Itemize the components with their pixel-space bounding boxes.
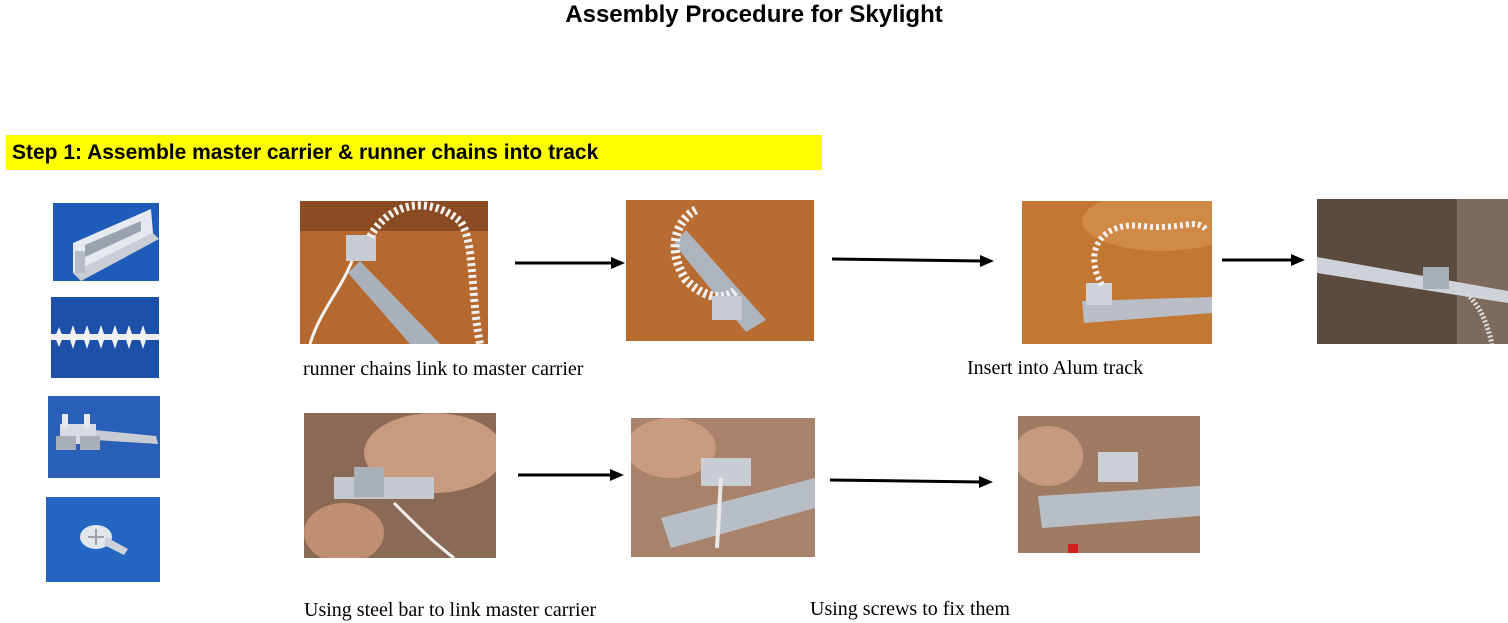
part-photo-runner-chain [51, 297, 159, 378]
arrow-right [515, 256, 625, 270]
photo-steel-bar-insert [631, 418, 815, 557]
photo-track-assembled [1317, 199, 1508, 344]
photo-steel-bar-link [304, 413, 496, 558]
part-photo-aluminum-track [53, 203, 159, 281]
photo-chain-on-track [626, 200, 814, 341]
arrow-right [518, 468, 624, 482]
page-title: Assembly Procedure for Skylight [0, 1, 1508, 29]
photo-screws-fix [1018, 416, 1200, 553]
photo-chain-link-carrier [300, 201, 488, 344]
part-photo-screw [46, 497, 160, 582]
caption-steel-bar: Using steel bar to link master carrier [304, 599, 596, 622]
arrow-right [830, 475, 993, 489]
step-1-banner: Step 1: Assemble master carrier & runner… [6, 135, 822, 170]
part-photo-master-carrier [48, 396, 160, 478]
caption-screws: Using screws to fix them [810, 598, 1010, 621]
step-1-label: Step 1: Assemble master carrier & runner… [12, 141, 598, 165]
caption-insert-track: Insert into Alum track [967, 357, 1143, 380]
arrow-right [1222, 253, 1305, 267]
caption-runner-chains: runner chains link to master carrier [303, 358, 583, 381]
photo-insert-alum-track [1022, 201, 1212, 344]
arrow-right [832, 254, 994, 268]
